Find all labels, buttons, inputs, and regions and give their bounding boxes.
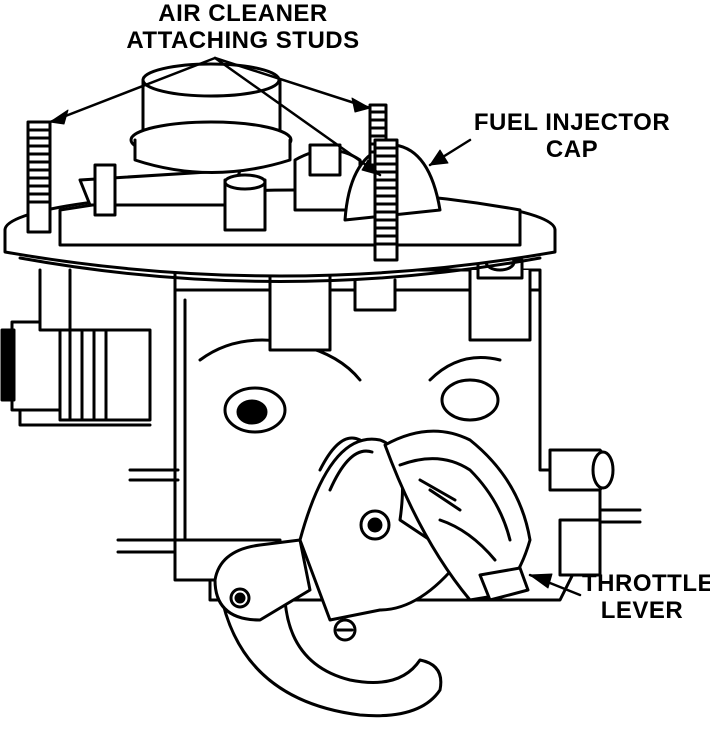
arrowhead-fuel-cap (430, 150, 448, 165)
arrowhead-air-mid (352, 98, 370, 112)
throttle-lever-assembly (215, 431, 530, 716)
plate-supports (40, 254, 530, 350)
leader-air-right (215, 58, 380, 175)
arrowhead-air-right (362, 160, 380, 175)
fuel-injector-label-line2: CAP (545, 136, 599, 163)
leader-lines (50, 58, 580, 595)
leader-air-left (50, 58, 215, 122)
attaching-studs (28, 105, 397, 260)
arrowhead-air-left (50, 110, 68, 124)
air-cleaner-label-line2: ATTACHING STUDS (126, 27, 360, 54)
air-cleaner-label-line1: AIR CLEANER (158, 0, 328, 27)
idle-speed-motor (2, 322, 150, 425)
leader-air-mid (215, 58, 370, 108)
throttle-label-line2: LEVER (600, 597, 684, 624)
fuel-injector-cap-label: FUEL INJECTOR CAP (462, 109, 682, 163)
upper-housing (60, 64, 520, 245)
throttle-label-line1: THROTTLE (582, 570, 710, 597)
air-cleaner-studs-label: AIR CLEANER ATTACHING STUDS (118, 0, 368, 54)
arrowheads (50, 98, 552, 588)
fuel-injector-label-line1: FUEL INJECTOR (473, 109, 671, 136)
throttle-lever-label: THROTTLE LEVER (582, 570, 710, 624)
arrowhead-throttle (530, 574, 552, 588)
